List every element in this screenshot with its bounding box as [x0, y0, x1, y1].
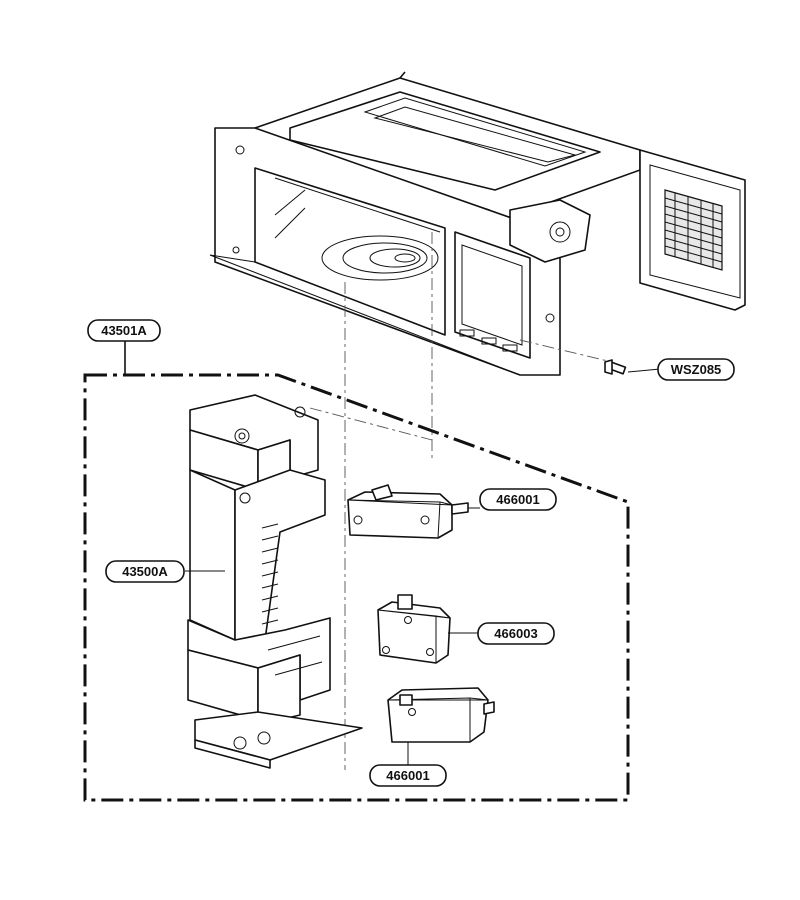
label-latch: 43500A — [105, 560, 185, 583]
microwave-cavity — [209, 71, 746, 376]
label-switch-top: 466001 — [479, 488, 557, 511]
svg-text:466003: 466003 — [494, 626, 537, 641]
guide-lines — [309, 232, 613, 770]
label-switch-bottom: 466001 — [369, 764, 447, 787]
vent-grill — [664, 189, 723, 271]
svg-text:43500A: 43500A — [122, 564, 168, 579]
svg-text:466001: 466001 — [496, 492, 539, 507]
latch-ratchet — [261, 523, 279, 625]
switch-mid — [377, 594, 480, 664]
screw — [604, 359, 661, 375]
svg-text:466001: 466001 — [386, 768, 429, 783]
svg-text:43501A: 43501A — [101, 323, 147, 338]
label-assembly: 43501A — [87, 319, 161, 342]
switch-bottom — [387, 687, 495, 768]
latch-hook — [187, 394, 363, 769]
label-screw: WSZ085 — [657, 358, 735, 381]
turntable — [321, 235, 439, 281]
label-switch-mid: 466003 — [477, 622, 555, 645]
switch-top — [347, 484, 480, 539]
assembly-boundary — [83, 373, 630, 802]
svg-text:WSZ085: WSZ085 — [671, 362, 722, 377]
